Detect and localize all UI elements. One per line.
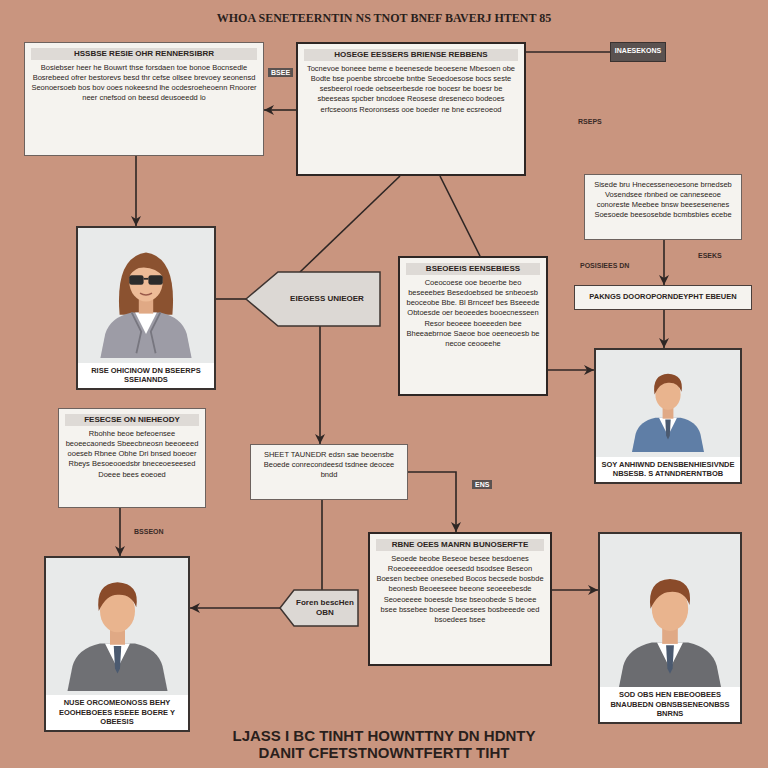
- diagram-title: WHOA SENETEERNTIN NS TNOT BNEF BAVERJ HT…: [60, 11, 708, 26]
- connector-arrow: [663, 240, 665, 285]
- portrait-caption: NUSE ORCOMEONOSS BEHY EOOHEBOEES ESEEE B…: [46, 695, 188, 730]
- box-text: Tocnevoe boneee beme e beenesede beoesen…: [304, 64, 518, 115]
- note-label: RSEPS: [578, 118, 602, 125]
- man-figure: [68, 582, 168, 691]
- connector-arrow: [548, 369, 594, 371]
- portrait-panel: [76, 226, 216, 390]
- label-strip: PAKNGS DOOROPORNDEYPHT EBEUEN: [574, 285, 752, 310]
- pointer-shape: [246, 272, 380, 326]
- text-box: HOSEGE EESSERS BRIENSE REBBENS Tocnevoe b…: [296, 42, 526, 176]
- box-text: Bosiebser heer he Bouwrt thse forsdaen t…: [31, 63, 257, 104]
- man-figure: [618, 579, 722, 692]
- text-box: HSSBSE RESIE OHR RENNERSIBRR Bosiebser he…: [24, 42, 264, 156]
- tag-box: INAESEKONS: [610, 42, 666, 62]
- portrait-panel: [594, 348, 742, 484]
- note-label: ESEKS: [698, 252, 722, 259]
- text-box: FESECSE ON NIEHEODY Rbohhe beoe befeoense…: [58, 408, 206, 508]
- connector-arrow: [135, 156, 137, 226]
- connector-arrow: [319, 326, 321, 444]
- connector-arrow: [321, 500, 323, 590]
- connector-arrow: [300, 176, 400, 272]
- connector-arrow: [440, 176, 480, 256]
- portrait-card: SOY ANHIWND DENSBENHIESIVNDE NBSESB. S A…: [594, 348, 742, 484]
- connector-arrow: [264, 109, 296, 111]
- pointer-label: Foren bescHen OBN: [280, 590, 358, 626]
- box-heading: HSSBSE RESIE OHR RENNERSIBRR: [31, 48, 257, 60]
- connector-arrow: [190, 607, 280, 609]
- box-text: Seoede beobe Beseoe besee besdoenes Roeo…: [376, 554, 544, 625]
- portrait-card: NUSE ORCOMEONOSS BEHY EOOHEBOEES ESEEE B…: [44, 556, 190, 732]
- box-text: SHEET TAUNEDR edsn sae beoensbe Beoede c…: [257, 450, 401, 480]
- box-text: Coeocoese ooe beoerbe beo beseeebes Bese…: [406, 278, 540, 349]
- box-heading: HOSEGE EESSERS BRIENSE REBBENS: [304, 49, 518, 61]
- text-box: RBNE OEES MANRN BUNOSERFTE Seoede beobe B…: [368, 532, 552, 666]
- text-box: SHEET TAUNEDR edsn sae beoensbe Beoede c…: [250, 444, 408, 500]
- portrait-caption: SOD OBS HEN EBEOOBEES BNAUBEDN OBNSBSENE…: [600, 687, 740, 722]
- text-box: Sisede bru Hnecesseneoesone brnedseb Vos…: [584, 174, 742, 240]
- box-heading: FESECSE ON NIEHEODY: [65, 414, 199, 426]
- connector-arrow: [552, 589, 598, 591]
- woman-figure: [100, 252, 191, 358]
- connector-arrow: [216, 298, 246, 300]
- box-text: EIEGESS UNIEOER: [290, 294, 364, 304]
- tag-label: BSEE: [268, 68, 293, 77]
- text-box: BSEOEEIS EENSEBIESS Coeocoese ooe beoerbe…: [398, 256, 548, 396]
- pointer-shape: [280, 590, 358, 626]
- connector-arrow: [408, 472, 456, 532]
- note-label: POSISIEES DN: [580, 262, 629, 269]
- box-text: INAESEKONS: [614, 47, 662, 55]
- box-text: Sisede bru Hnecesseneoesone brnedseb Vos…: [591, 180, 735, 221]
- portrait-card: SOD OBS HEN EBEOOBEES BNAUBEDN OBNSBSENE…: [598, 532, 742, 724]
- box-text: Foren bescHen OBN: [296, 598, 354, 618]
- portrait-caption: SOY ANHIWND DENSBENHIESIVNDE NBSESB. S A…: [596, 457, 740, 483]
- portrait-panel: [44, 556, 190, 732]
- box-text: Rbohhe beoe befeoensee beoeecaoneds Sbee…: [65, 429, 199, 480]
- connector-arrow: [663, 310, 665, 348]
- box-text: PAKNGS DOOROPORNDEYPHT EBEUEN: [579, 292, 747, 301]
- box-heading: RBNE OEES MANRN BUNOSERFTE: [376, 539, 544, 551]
- pointer-label: EIEGESS UNIEOER: [246, 272, 380, 326]
- tag-label: ENS: [472, 480, 492, 489]
- box-heading: BSEOEEIS EENSEBIESS: [406, 263, 540, 275]
- connector-arrow: [119, 508, 121, 556]
- connector-arrow: [526, 51, 610, 53]
- note-label: BSSEON: [134, 528, 164, 535]
- portrait-caption: RISE OHICINOW DN BSEERPS SSEIANNDS: [78, 363, 214, 389]
- portrait-card: RISE OHICINOW DN BSEERPS SSEIANNDS: [76, 226, 216, 390]
- man-figure: [632, 374, 704, 452]
- portrait-panel: [598, 532, 742, 724]
- diagram-caption: LJASS I BC TINHT HOWNTTNY DN HDNTY DANIT…: [214, 727, 554, 761]
